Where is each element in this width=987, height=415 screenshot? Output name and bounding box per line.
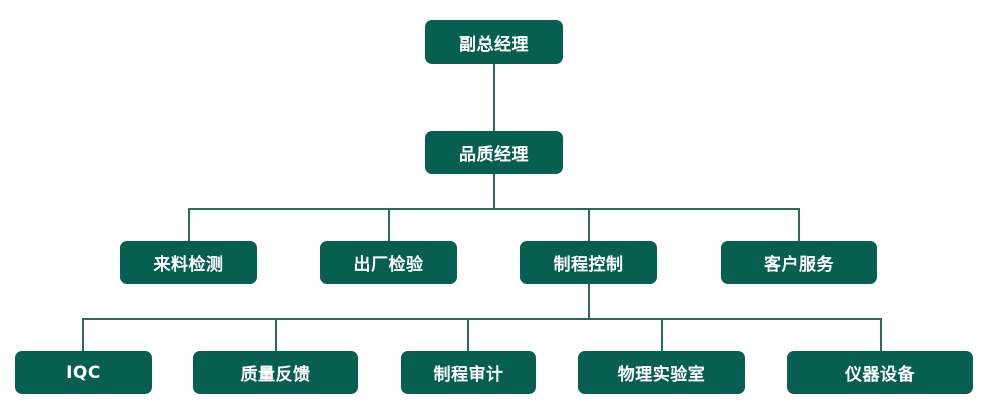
connector-root-manager [493,64,495,131]
node-deputy-general-manager[interactable]: 副总经理 [425,20,563,64]
node-physics-lab[interactable]: 物理实验室 [578,351,745,394]
node-quality-feedback[interactable]: 质量反馈 [193,351,358,394]
connector-subunit-2 [275,318,277,351]
connector-department-3 [588,208,590,241]
connector-subunit-1 [82,318,84,351]
node-iqc[interactable]: IQC [15,351,152,394]
node-outgoing-inspection[interactable]: 出厂检验 [320,241,457,284]
node-customer-service[interactable]: 客户服务 [721,241,877,284]
connector-department-4 [798,208,800,241]
connector-department-2 [388,208,390,241]
connector-subunit-5 [880,318,882,351]
node-instrument-equipment[interactable]: 仪器设备 [787,351,973,394]
connector-subunit-3 [467,318,469,351]
connector-process-control-stem [588,284,590,319]
node-incoming-inspection[interactable]: 来料检测 [120,241,257,284]
connector-subunit-4 [661,318,663,351]
node-process-control[interactable]: 制程控制 [520,241,657,284]
connector-subunit-bus [82,318,882,320]
node-quality-manager[interactable]: 品质经理 [425,131,563,174]
connector-department-bus [188,208,800,210]
connector-manager-stem [493,174,495,209]
connector-department-1 [188,208,190,241]
node-process-audit[interactable]: 制程审计 [401,351,536,394]
